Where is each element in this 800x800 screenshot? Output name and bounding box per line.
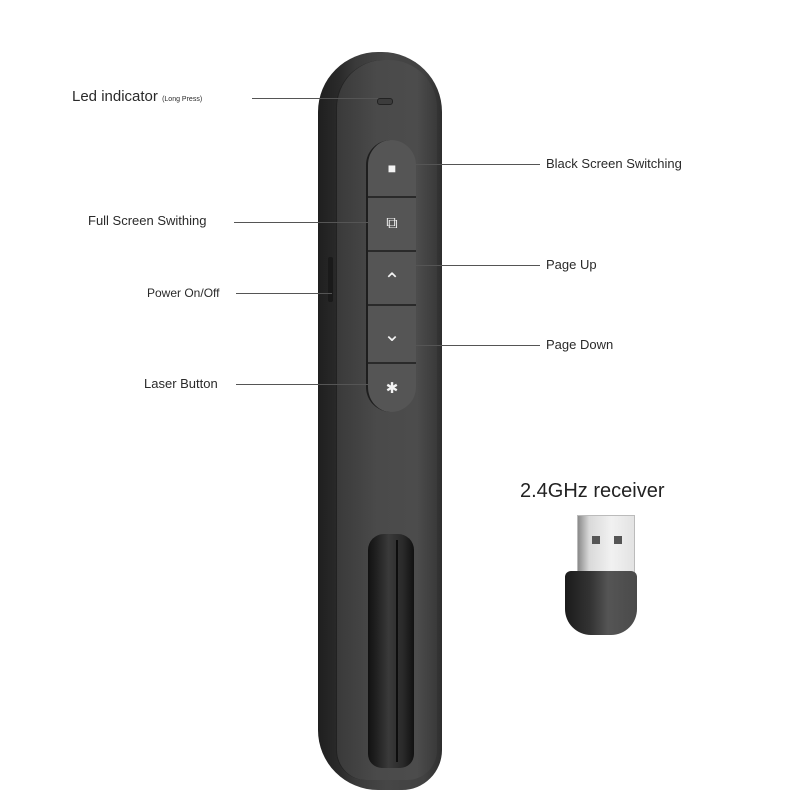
power-label: Power On/Off xyxy=(147,286,220,300)
usb-hole-left xyxy=(592,536,600,544)
square-icon: ■ xyxy=(387,160,397,176)
usb-cap xyxy=(565,571,637,635)
usb-connector xyxy=(577,515,635,573)
led-label-main: Led indicator xyxy=(72,88,158,105)
power-leader-line xyxy=(236,293,332,294)
led-label-sub: (Long Press) xyxy=(162,96,203,103)
page-up-button: ⌃ xyxy=(368,250,416,302)
clip-divider xyxy=(396,540,398,762)
led-indicator xyxy=(377,98,393,105)
laser-label: Laser Button xyxy=(144,376,218,391)
laser-leader-line xyxy=(236,384,382,385)
full-screen-leader-line xyxy=(234,222,382,223)
page-down-button: ⌄ xyxy=(368,304,416,362)
presenter-device: ■ ⧉ ⌃ ⌄ ✱ xyxy=(318,52,442,790)
button-panel: ■ ⧉ ⌃ ⌄ ✱ xyxy=(366,140,416,412)
pocket-clip xyxy=(368,534,414,768)
laser-button: ✱ xyxy=(368,362,416,412)
usb-hole-right xyxy=(614,536,622,544)
page-up-leader-line xyxy=(390,265,540,266)
chevron-up-icon: ⌃ xyxy=(383,269,401,292)
windows-icon: ⧉ xyxy=(386,215,398,232)
black-screen-label: Black Screen Switching xyxy=(546,156,682,171)
full-screen-button: ⧉ xyxy=(368,196,416,250)
power-switch xyxy=(328,257,333,302)
chevron-down-icon: ⌄ xyxy=(383,323,401,346)
black-screen-button: ■ xyxy=(368,140,416,196)
led-indicator-label: Led indicator (Long Press) xyxy=(72,88,202,105)
page-down-leader-line xyxy=(390,345,540,346)
page-up-label: Page Up xyxy=(546,257,597,272)
asterisk-icon: ✱ xyxy=(385,380,399,397)
receiver-label: 2.4GHz receiver xyxy=(520,480,665,502)
black-screen-leader-line xyxy=(392,164,540,165)
full-screen-label: Full Screen Swithing xyxy=(88,213,207,228)
page-down-label: Page Down xyxy=(546,337,614,352)
led-leader-line xyxy=(252,98,378,99)
usb-receiver xyxy=(565,515,637,635)
